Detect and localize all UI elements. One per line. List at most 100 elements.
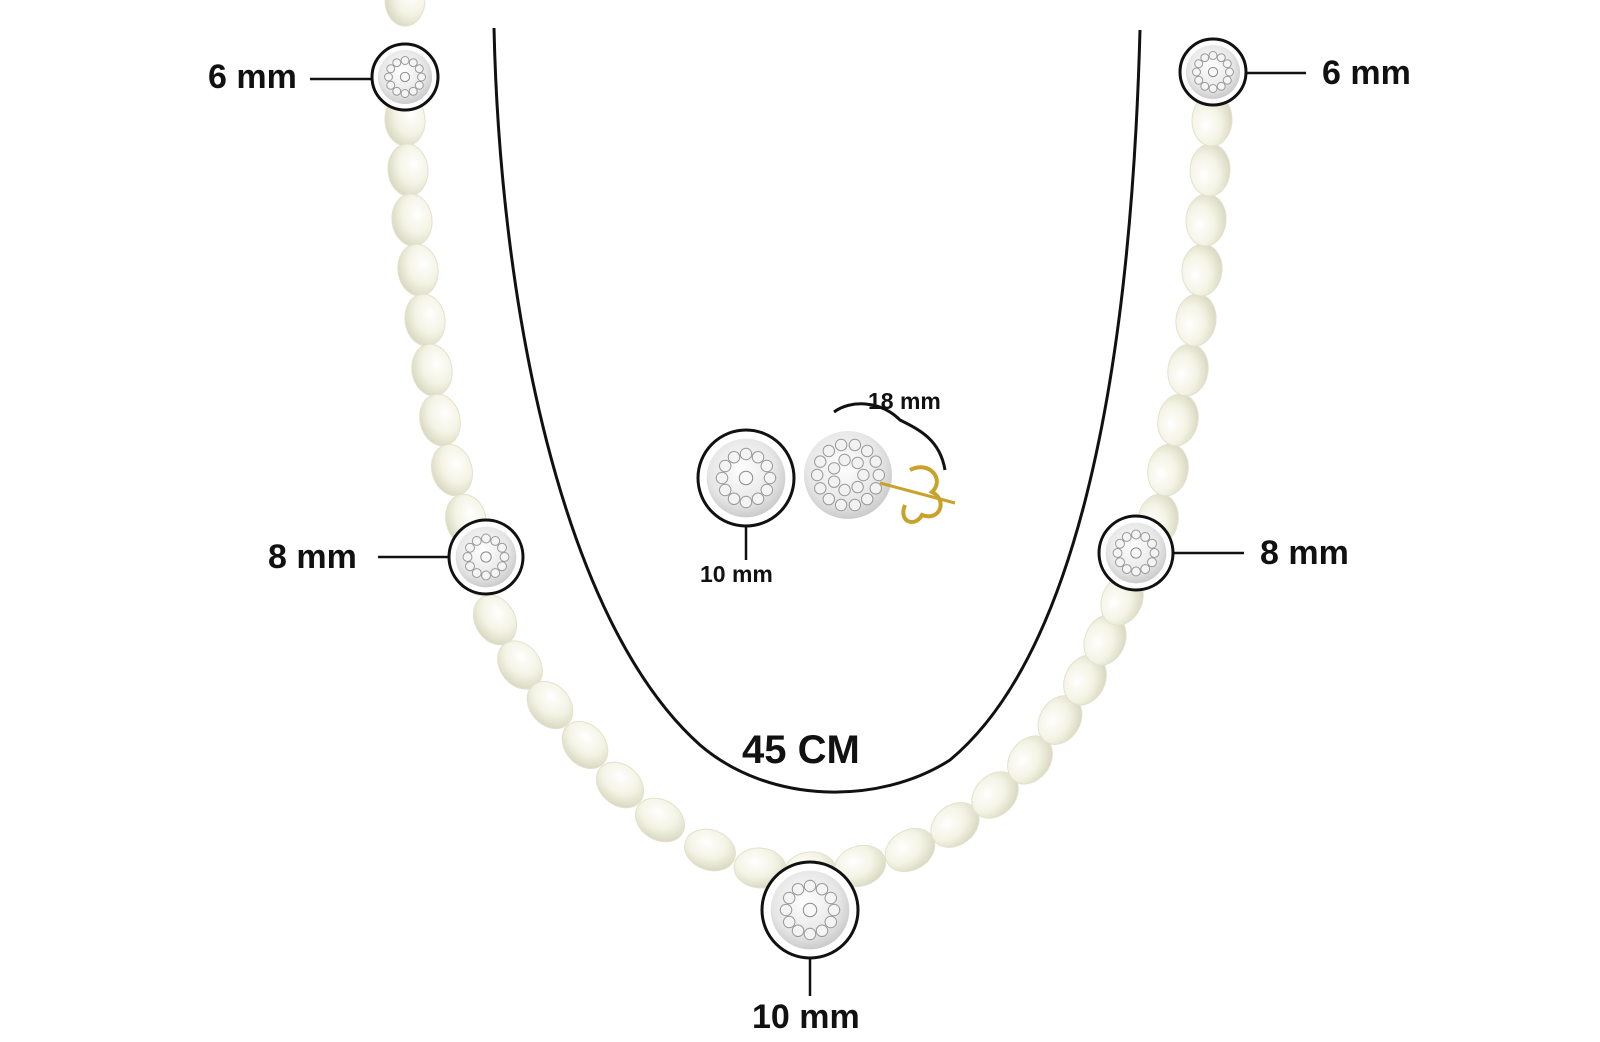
- crystal-facet: [738, 470, 754, 486]
- crystal-facet: [465, 561, 475, 572]
- crystal-facet: [471, 568, 482, 578]
- earring-group: [833, 402, 956, 524]
- crystal-facet: [1208, 51, 1218, 60]
- pearl-bead: [404, 293, 446, 347]
- crystal-facet: [1194, 59, 1204, 69]
- crystal-facet: [824, 915, 838, 929]
- pearl-bead: [384, 0, 426, 27]
- crystal-facet: [1222, 75, 1232, 85]
- pearl-bead: [561, 720, 609, 770]
- crystal-facet: [392, 86, 402, 96]
- earring-post-icon: [879, 481, 956, 505]
- crystal-facet: [1200, 53, 1210, 63]
- crystal-facet: [779, 903, 793, 917]
- crystal-facet: [400, 56, 410, 65]
- crystal-facet: [827, 475, 841, 488]
- crystal-facet: [727, 450, 741, 464]
- crystal-facet: [1194, 75, 1204, 85]
- crystal-facet: [1115, 538, 1125, 549]
- crystal-facet: [408, 58, 418, 68]
- crystal-facet: [497, 561, 507, 572]
- crystal-facet: [739, 447, 753, 461]
- crystal-facet: [815, 924, 829, 938]
- crystal-facet: [1225, 67, 1234, 77]
- crystal-facet: [1131, 566, 1141, 577]
- size-label-left-top: 6 mm: [208, 58, 297, 96]
- crystal-facet: [815, 882, 829, 896]
- pearl-bead: [397, 243, 439, 297]
- crystal-bead-right-mid: [1097, 514, 1175, 592]
- crystal-facet: [400, 89, 410, 98]
- crystal-facet: [414, 64, 424, 74]
- pearl-bead: [391, 193, 433, 247]
- crystal-bead-left-mid: [447, 518, 525, 596]
- crystal-facet: [1121, 564, 1132, 574]
- crystal-facet: [782, 915, 796, 929]
- crystal-facet: [414, 80, 424, 90]
- earring-back-icon: [901, 465, 943, 524]
- crystal-facet: [857, 468, 870, 482]
- crystal-facet: [838, 453, 851, 467]
- crystal-facet: [822, 444, 836, 458]
- crystal-facet: [834, 438, 848, 452]
- crystal-facet: [872, 468, 886, 482]
- crystal-facet: [392, 58, 402, 68]
- crystal-bead-left-top: [370, 42, 440, 112]
- earring-length-brace: [833, 402, 947, 471]
- crystal-facet: [465, 542, 475, 553]
- pearl-bead: [1185, 193, 1227, 247]
- pearl-bead: [1167, 343, 1209, 397]
- earring-length-label: 18 mm: [868, 388, 941, 414]
- pearl-bead: [1157, 393, 1199, 447]
- crystal-facet: [1222, 59, 1232, 69]
- pearl-bead: [1147, 443, 1189, 497]
- crystal-facet: [1192, 67, 1201, 77]
- crystal-facet: [814, 455, 827, 468]
- crystal-facet: [803, 879, 817, 893]
- crystal-facet: [827, 903, 841, 917]
- crystal-facet: [860, 444, 874, 458]
- necklace-length-label: 45 CM: [742, 728, 860, 772]
- crystal-facet: [763, 471, 777, 485]
- crystal-facet: [827, 462, 841, 475]
- crystal-facet: [471, 536, 482, 546]
- pearl-bead: [634, 797, 686, 843]
- crystal-facet: [490, 568, 501, 578]
- crystal-facet: [822, 492, 836, 506]
- crystal-facet: [499, 552, 510, 562]
- crystal-facet: [718, 483, 732, 497]
- crystal-facet: [1147, 557, 1157, 568]
- earring-side-crystal: [804, 431, 892, 519]
- crystal-facet: [1140, 532, 1151, 542]
- crystal-facet: [848, 438, 862, 452]
- crystal-facet: [791, 924, 805, 938]
- pearl-bead: [595, 761, 645, 809]
- crystal-facet: [1200, 81, 1210, 91]
- crystal-facet: [834, 498, 848, 512]
- size-label-right-top: 6 mm: [1322, 54, 1411, 92]
- crystal-facet: [1216, 81, 1226, 91]
- crystal-facet: [1147, 538, 1157, 549]
- size-label-left-mid: 8 mm: [268, 538, 357, 576]
- crystal-facet: [1149, 548, 1160, 558]
- crystal-facet: [462, 552, 473, 562]
- crystal-facet: [760, 483, 774, 497]
- pearl-bead: [684, 828, 736, 872]
- crystal-facet: [1208, 84, 1218, 93]
- pearl-bead: [1175, 293, 1217, 347]
- crystal-facet: [1121, 532, 1132, 542]
- crystal-facet: [490, 536, 501, 546]
- crystal-facet: [851, 480, 864, 494]
- size-label-right-mid: 8 mm: [1260, 534, 1349, 572]
- crystal-beads: [370, 37, 1248, 960]
- length-guide-curve: [492, 27, 1142, 794]
- crystal-facet: [497, 542, 507, 553]
- size-label-bottom: 10 mm: [752, 998, 860, 1036]
- crystal-facet: [810, 468, 824, 482]
- crystal-facet: [814, 482, 827, 495]
- crystal-facet: [1216, 53, 1226, 63]
- crystal-facet: [399, 71, 411, 83]
- crystal-facet: [791, 882, 805, 896]
